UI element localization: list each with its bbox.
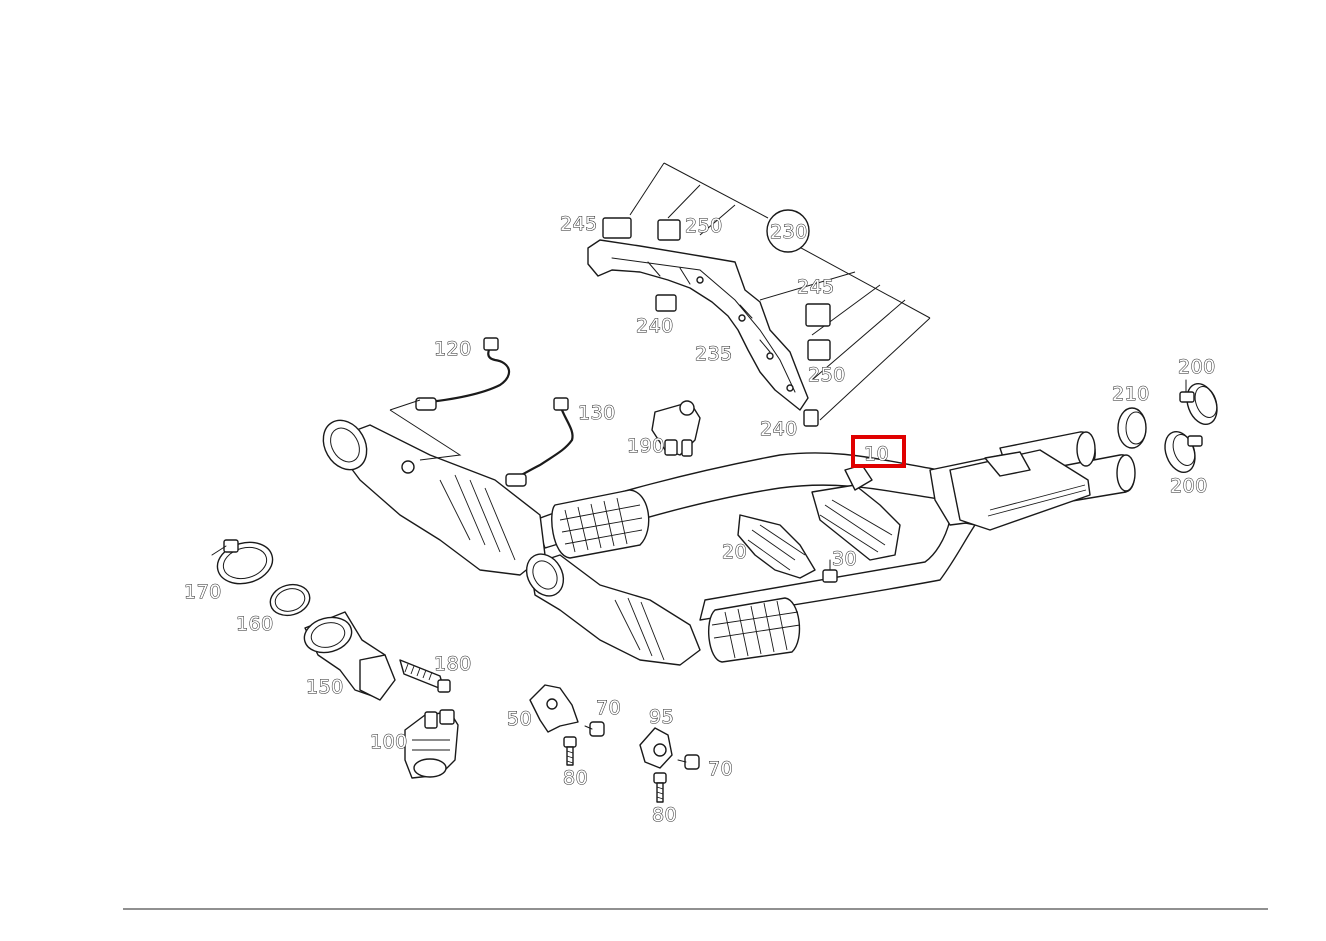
clip-240-right[interactable]: [803, 409, 819, 427]
callout-70-left[interactable]: 70: [596, 697, 622, 720]
callout-190[interactable]: 190: [627, 435, 665, 458]
bolt-30[interactable]: [822, 559, 838, 583]
callout-30[interactable]: 30: [832, 548, 858, 571]
nut-70-left[interactable]: [584, 721, 605, 737]
nut-70-right[interactable]: [677, 754, 700, 770]
sensor-mount-190[interactable]: [651, 400, 701, 457]
callout-240-top[interactable]: 240: [636, 315, 674, 338]
callout-250-top[interactable]: 250: [685, 215, 723, 238]
callout-210[interactable]: 210: [1112, 383, 1150, 406]
clamp-200-lower[interactable]: [1160, 427, 1203, 476]
callout-10[interactable]: 10: [864, 443, 890, 466]
callout-250-right[interactable]: 250: [808, 364, 846, 387]
heat-shield-20[interactable]: [737, 464, 901, 579]
exhaust-y-pipe-10[interactable]: [315, 412, 1136, 666]
callout-170[interactable]: 170: [184, 581, 222, 604]
clip-240-top[interactable]: [655, 294, 677, 312]
catalyst-inlet-lower: [529, 554, 701, 666]
bracket-assembly-230[interactable]: [587, 162, 931, 427]
flange-pipe-150[interactable]: [300, 611, 396, 701]
bolt-80-left[interactable]: [563, 736, 577, 766]
callout-80-left[interactable]: 80: [563, 767, 589, 790]
oxygen-sensor-130[interactable]: [505, 397, 574, 487]
callout-130[interactable]: 130: [578, 402, 616, 425]
callout-labels: 245 250 230 245 240 235 250 240 120 130 …: [184, 213, 1216, 827]
callout-100[interactable]: 100: [370, 731, 408, 754]
callout-200-top[interactable]: 200: [1178, 356, 1216, 379]
callout-150[interactable]: 150: [306, 676, 344, 699]
callout-70-right[interactable]: 70: [708, 758, 734, 781]
rear-muffler-box: [949, 449, 1091, 531]
group-circle-230: [766, 209, 810, 253]
gasket-160[interactable]: [267, 580, 313, 619]
callout-10-highlighted[interactable]: 10: [851, 435, 906, 468]
bolt-180[interactable]: [399, 659, 451, 693]
catalyst-brick-upper: [551, 489, 650, 559]
clip-245-right[interactable]: [805, 303, 831, 327]
bolt-80-right[interactable]: [653, 772, 667, 803]
clip-245-top[interactable]: [602, 217, 632, 239]
callout-245-top[interactable]: 245: [560, 213, 598, 236]
bracket-plate-235[interactable]: [587, 239, 809, 411]
highlight-box: [851, 435, 906, 468]
callout-230[interactable]: 230: [770, 221, 808, 244]
callout-180[interactable]: 180: [434, 653, 472, 676]
callout-160[interactable]: 160: [236, 613, 274, 636]
callout-80-right[interactable]: 80: [652, 804, 678, 827]
callout-245-right[interactable]: 245: [797, 276, 835, 299]
clamp-200-upper[interactable]: [1179, 379, 1222, 428]
clip-250-top[interactable]: [657, 219, 681, 241]
catalyst-brick-lower: [708, 597, 801, 663]
mount-95[interactable]: [639, 727, 673, 769]
callout-240-right[interactable]: 240: [760, 418, 798, 441]
sensor-unit-100[interactable]: [404, 709, 459, 779]
oxygen-sensor-120[interactable]: [389, 337, 511, 461]
callout-200-bottom[interactable]: 200: [1170, 475, 1208, 498]
callout-235[interactable]: 235: [695, 343, 733, 366]
clamp-170[interactable]: [211, 536, 277, 589]
clip-250-right[interactable]: [807, 339, 831, 361]
bracket-50[interactable]: [529, 684, 579, 733]
callout-120[interactable]: 120: [434, 338, 472, 361]
ring-210[interactable]: [1117, 407, 1147, 449]
callout-95[interactable]: 95: [649, 706, 675, 729]
callout-50[interactable]: 50: [507, 708, 533, 731]
callout-20[interactable]: 20: [722, 541, 748, 564]
